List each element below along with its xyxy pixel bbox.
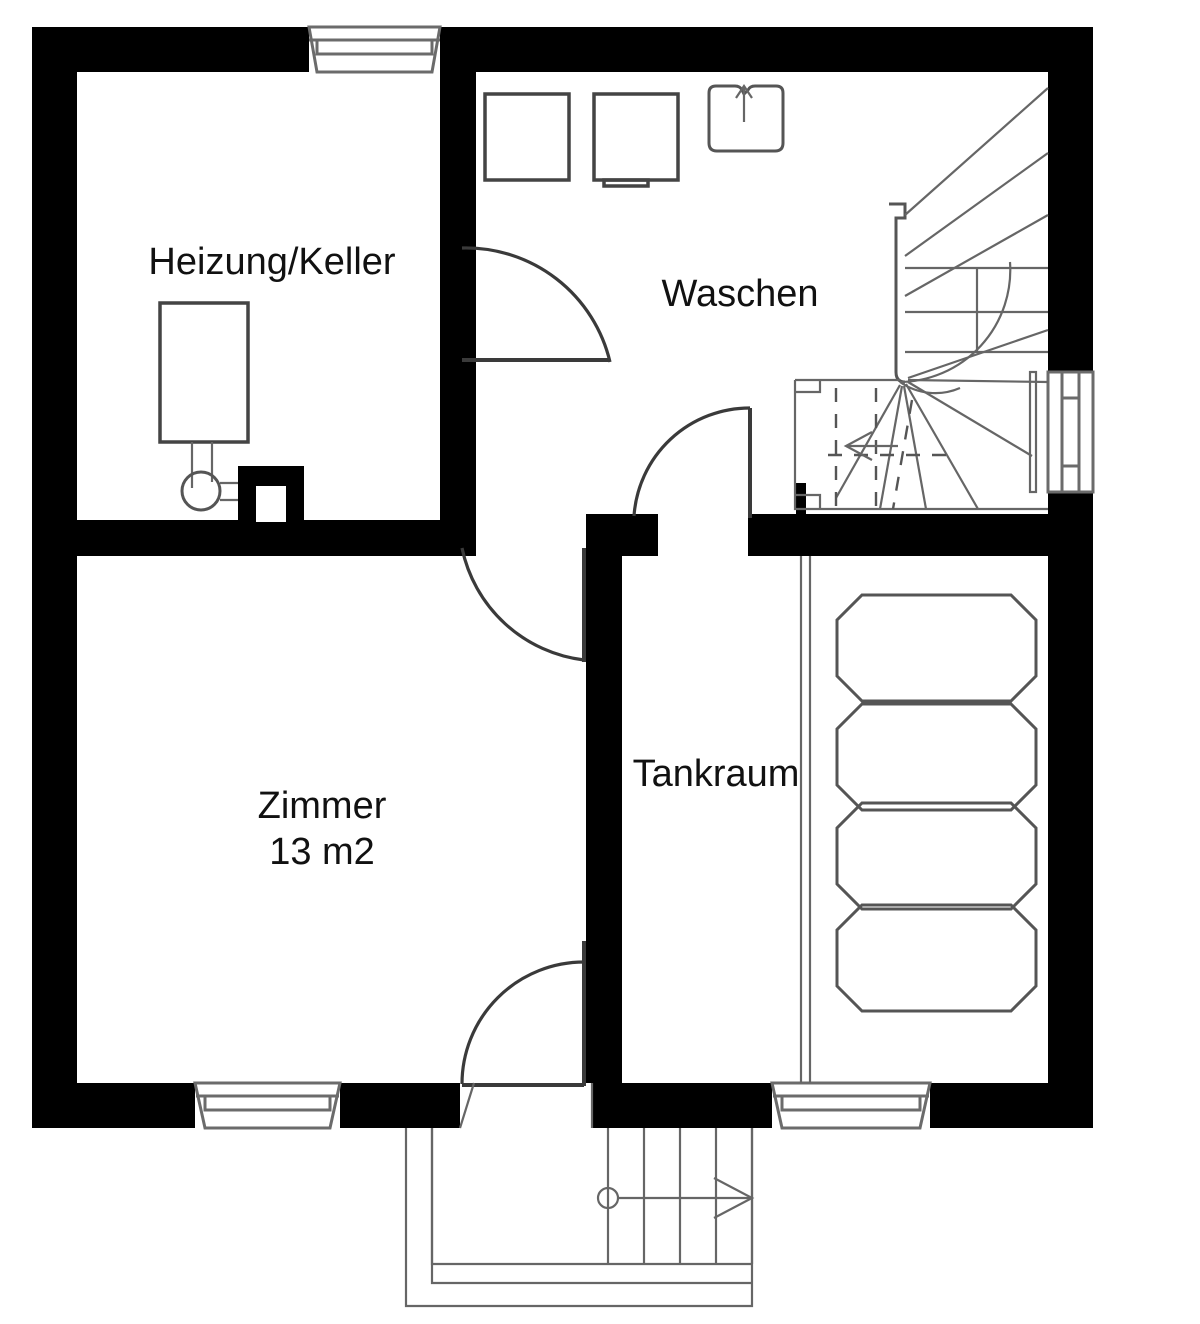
wall-south-mid-right [592, 1083, 772, 1128]
window-south-left [193, 1081, 342, 1130]
wall-west [32, 27, 77, 1128]
wall-south-mid-left [340, 1083, 460, 1128]
oil-tank-3 [835, 801, 1038, 911]
winder-staircase [793, 87, 1049, 511]
wall-east-lower [1048, 492, 1093, 1128]
door-waschen-to-zimmer [460, 547, 586, 662]
wall-interior-upper-vertical-b [440, 362, 476, 522]
wall-interior-lower-vertical [586, 514, 622, 1083]
oil-tank-1 [835, 593, 1038, 703]
heating-boiler [158, 301, 250, 444]
room-label-zimmer: Zimmer [258, 785, 387, 827]
wall-group [32, 27, 1093, 1128]
utility-sink [707, 84, 785, 153]
circulation-pump [180, 470, 222, 512]
window-group [193, 25, 1095, 1130]
wall-east-upper [1048, 27, 1093, 372]
room-label-waschen: Waschen [662, 273, 819, 315]
room-label-tankraum: Tankraum [633, 753, 800, 795]
exterior-basement-stair [404, 1082, 755, 1308]
wall-interior-horizontal-right [748, 514, 1048, 556]
wall-south-right [930, 1083, 1093, 1128]
tank-room-partition [799, 556, 812, 1083]
wall-interior-upper-vertical [440, 72, 476, 362]
window-east-wall [1028, 370, 1095, 494]
tumble-dryer [592, 92, 680, 188]
washing-machine [483, 92, 571, 182]
door-heizung-keller [461, 246, 612, 363]
wall-stub-stair [796, 483, 806, 517]
room-label-heizung-keller: Heizung/Keller [148, 241, 395, 283]
wall-north-right [440, 27, 1093, 72]
oil-tank-2 [835, 702, 1038, 812]
window-south-right [770, 1081, 932, 1130]
room-area-zimmer: 13 m2 [269, 831, 375, 873]
wall-interior-horizontal-left [77, 520, 476, 556]
chimney-flue [238, 466, 304, 522]
door-group [460, 246, 752, 1087]
door-tankraum [632, 406, 752, 518]
window-north-wall [307, 25, 442, 74]
oil-tank-4 [835, 903, 1038, 1013]
door-zimmer-exterior [460, 941, 586, 1087]
wall-south-left [32, 1083, 195, 1128]
wall-north-left [32, 27, 309, 72]
